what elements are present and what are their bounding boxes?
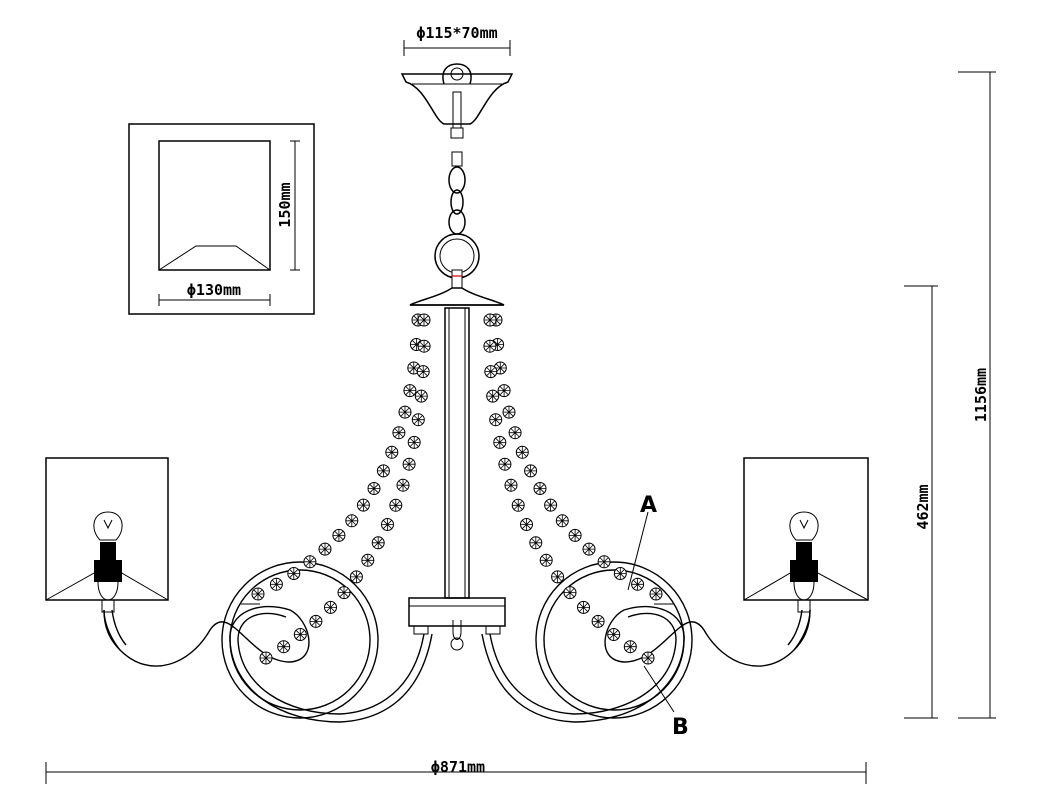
crystal-bead — [251, 587, 265, 601]
shade-diameter-label: ϕ130mm — [187, 281, 241, 299]
canopy — [400, 63, 514, 167]
crystal-bead — [597, 555, 611, 569]
crystal-bead — [568, 528, 582, 542]
callout-b-label: B — [672, 715, 689, 740]
crystal-bead — [414, 389, 428, 403]
crystal-bead — [582, 542, 596, 556]
crystal-bead — [539, 553, 553, 567]
crystal-bead — [524, 464, 538, 478]
crystal-bead — [376, 464, 390, 478]
crystal-bead — [277, 640, 291, 654]
crystal-bead — [356, 498, 370, 512]
crystal-bead — [493, 435, 507, 449]
overall-diameter-label: ϕ871mm — [431, 758, 485, 776]
crystal-bead — [385, 445, 399, 459]
crystal-bead — [269, 577, 283, 591]
overall-diameter-dimension: ϕ871mm — [45, 758, 867, 784]
crystal-bead — [396, 478, 410, 492]
crystal-bead — [577, 600, 590, 614]
canopy-dimension: ϕ115*70mm — [403, 24, 511, 56]
crystal-bead — [332, 528, 346, 542]
crystal-bead — [508, 426, 522, 440]
crystal-bead — [318, 542, 332, 556]
shade-height-label: 150mm — [276, 182, 294, 227]
left-arm — [103, 561, 433, 723]
crystal-bead — [641, 651, 655, 665]
total-height-dimension: 1156mm — [958, 71, 996, 719]
body-height-label: 462mm — [914, 484, 932, 529]
crystal-bead — [349, 570, 363, 584]
crystal-bead — [631, 577, 645, 591]
crystal-bead — [392, 426, 406, 440]
crystal-bead — [520, 518, 533, 531]
crystal-bead — [483, 339, 497, 353]
crystal-bead — [402, 457, 416, 471]
crystal-bead — [381, 518, 394, 531]
crystal-bead — [502, 405, 516, 419]
right-arm — [481, 561, 811, 723]
crystal-bead — [483, 313, 497, 327]
shade-detail-inset: 150mm ϕ130mm — [128, 123, 315, 315]
crystal-bead — [303, 555, 317, 569]
crystal-bead — [417, 339, 431, 353]
crystal-bead — [489, 413, 503, 427]
crystal-bead-strings — [251, 313, 663, 665]
left-bulb — [93, 511, 123, 613]
callout-a-label: A — [640, 493, 657, 518]
crystal-bead — [367, 482, 381, 495]
crystal-bead — [563, 586, 577, 600]
crystal-bead — [504, 478, 518, 492]
crystal-bead — [484, 365, 498, 379]
crystal-bead — [544, 498, 558, 512]
crystal-bead — [345, 514, 359, 528]
crystal-bead — [324, 600, 337, 614]
crystal-bead — [607, 628, 621, 641]
crystal-bead — [551, 570, 565, 584]
crystal-bead — [591, 614, 605, 628]
crystal-bead — [371, 536, 385, 550]
crystal-bead — [389, 498, 403, 512]
crystal-bead — [486, 389, 500, 403]
crystal-bead — [555, 514, 569, 528]
crystal-bead — [337, 586, 351, 600]
crystal-bead — [515, 445, 529, 459]
crystal-bead — [403, 384, 417, 398]
crystal-bead — [533, 482, 547, 495]
canopy-dimension-label: ϕ115*70mm — [416, 24, 497, 42]
crystal-bead — [259, 651, 273, 665]
body-height-dimension: 462mm — [904, 285, 938, 719]
crystal-bead — [411, 413, 425, 427]
total-height-label: 1156mm — [972, 368, 990, 422]
crystal-bead — [613, 567, 627, 580]
central-body — [408, 287, 506, 651]
crystal-bead — [416, 365, 430, 379]
crystal-bead — [417, 313, 431, 327]
right-bulb — [789, 511, 819, 613]
crystal-bead — [511, 498, 525, 512]
crystal-bead — [498, 457, 512, 471]
crystal-bead — [497, 384, 511, 398]
crystal-bead — [293, 628, 307, 641]
chain — [434, 166, 480, 289]
crystal-bead — [398, 405, 412, 419]
callout-a: A — [627, 493, 657, 591]
crystal-bead — [361, 553, 375, 567]
crystal-bead — [529, 536, 543, 550]
crystal-bead — [309, 614, 323, 628]
crystal-bead — [649, 587, 663, 601]
crystal-bead — [623, 640, 637, 654]
crystal-bead — [287, 567, 301, 580]
callout-b: B — [643, 665, 689, 740]
crystal-bead — [407, 435, 421, 449]
